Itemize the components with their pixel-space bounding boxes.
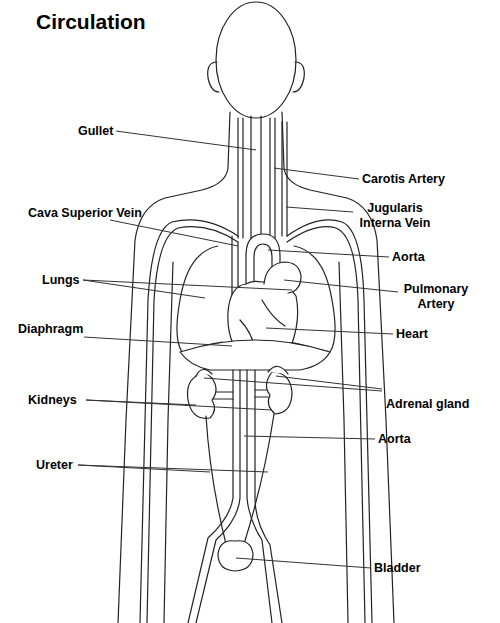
part-label: Ureter (36, 458, 73, 473)
pulmonary-trunk (264, 262, 301, 293)
part-label: Jugularis Interna Vein (353, 201, 437, 231)
part-label: Carotis Artery (362, 172, 445, 187)
carotis-artery (270, 118, 275, 238)
bladder-outline (218, 541, 253, 571)
leader-line (284, 280, 398, 292)
leader-line (274, 168, 359, 179)
leader-line (78, 465, 268, 472)
body-outline (164, 262, 173, 623)
adrenal-gland (268, 366, 288, 374)
part-label: Kidneys (28, 393, 77, 408)
kidney-outline (266, 372, 292, 414)
part-label: Cava Superior Vein (28, 206, 142, 221)
adrenal-gland (196, 369, 212, 376)
neck-vessel (238, 118, 243, 238)
gullet-tube (251, 116, 261, 250)
jugular-vein (282, 122, 287, 236)
ear-outline (208, 62, 219, 92)
part-label: Aorta (378, 432, 411, 447)
abdominal-aorta (247, 370, 272, 623)
diagram-title: Circulation (36, 10, 146, 34)
leader-line (110, 220, 238, 246)
leader-line (83, 280, 292, 290)
head-outline (216, 2, 296, 118)
ureter-tube (244, 414, 274, 544)
body-outline (339, 262, 348, 623)
leader-line (236, 558, 371, 568)
part-label: Aorta (392, 250, 425, 265)
part-label: Pulmonary Artery (396, 282, 476, 312)
part-label: Heart (396, 327, 428, 342)
leader-line (268, 250, 389, 257)
lung-outline (177, 246, 222, 352)
ureter-tube (206, 416, 226, 544)
part-label: Adrenal gland (386, 397, 469, 412)
leader-line (204, 378, 382, 391)
leader-line (86, 400, 272, 410)
leader-line (116, 131, 256, 150)
leader-line (84, 337, 232, 346)
part-label: Diaphragm (18, 322, 83, 337)
leader-line (286, 207, 353, 212)
kidney-outline (188, 374, 217, 419)
ear-outline (293, 62, 304, 92)
part-label: Gullet (78, 124, 113, 139)
part-label: Bladder (374, 561, 421, 576)
leader-line (266, 328, 393, 334)
leader-line (244, 436, 375, 439)
part-label: Lungs (42, 273, 80, 288)
renal-vessel (212, 390, 268, 399)
